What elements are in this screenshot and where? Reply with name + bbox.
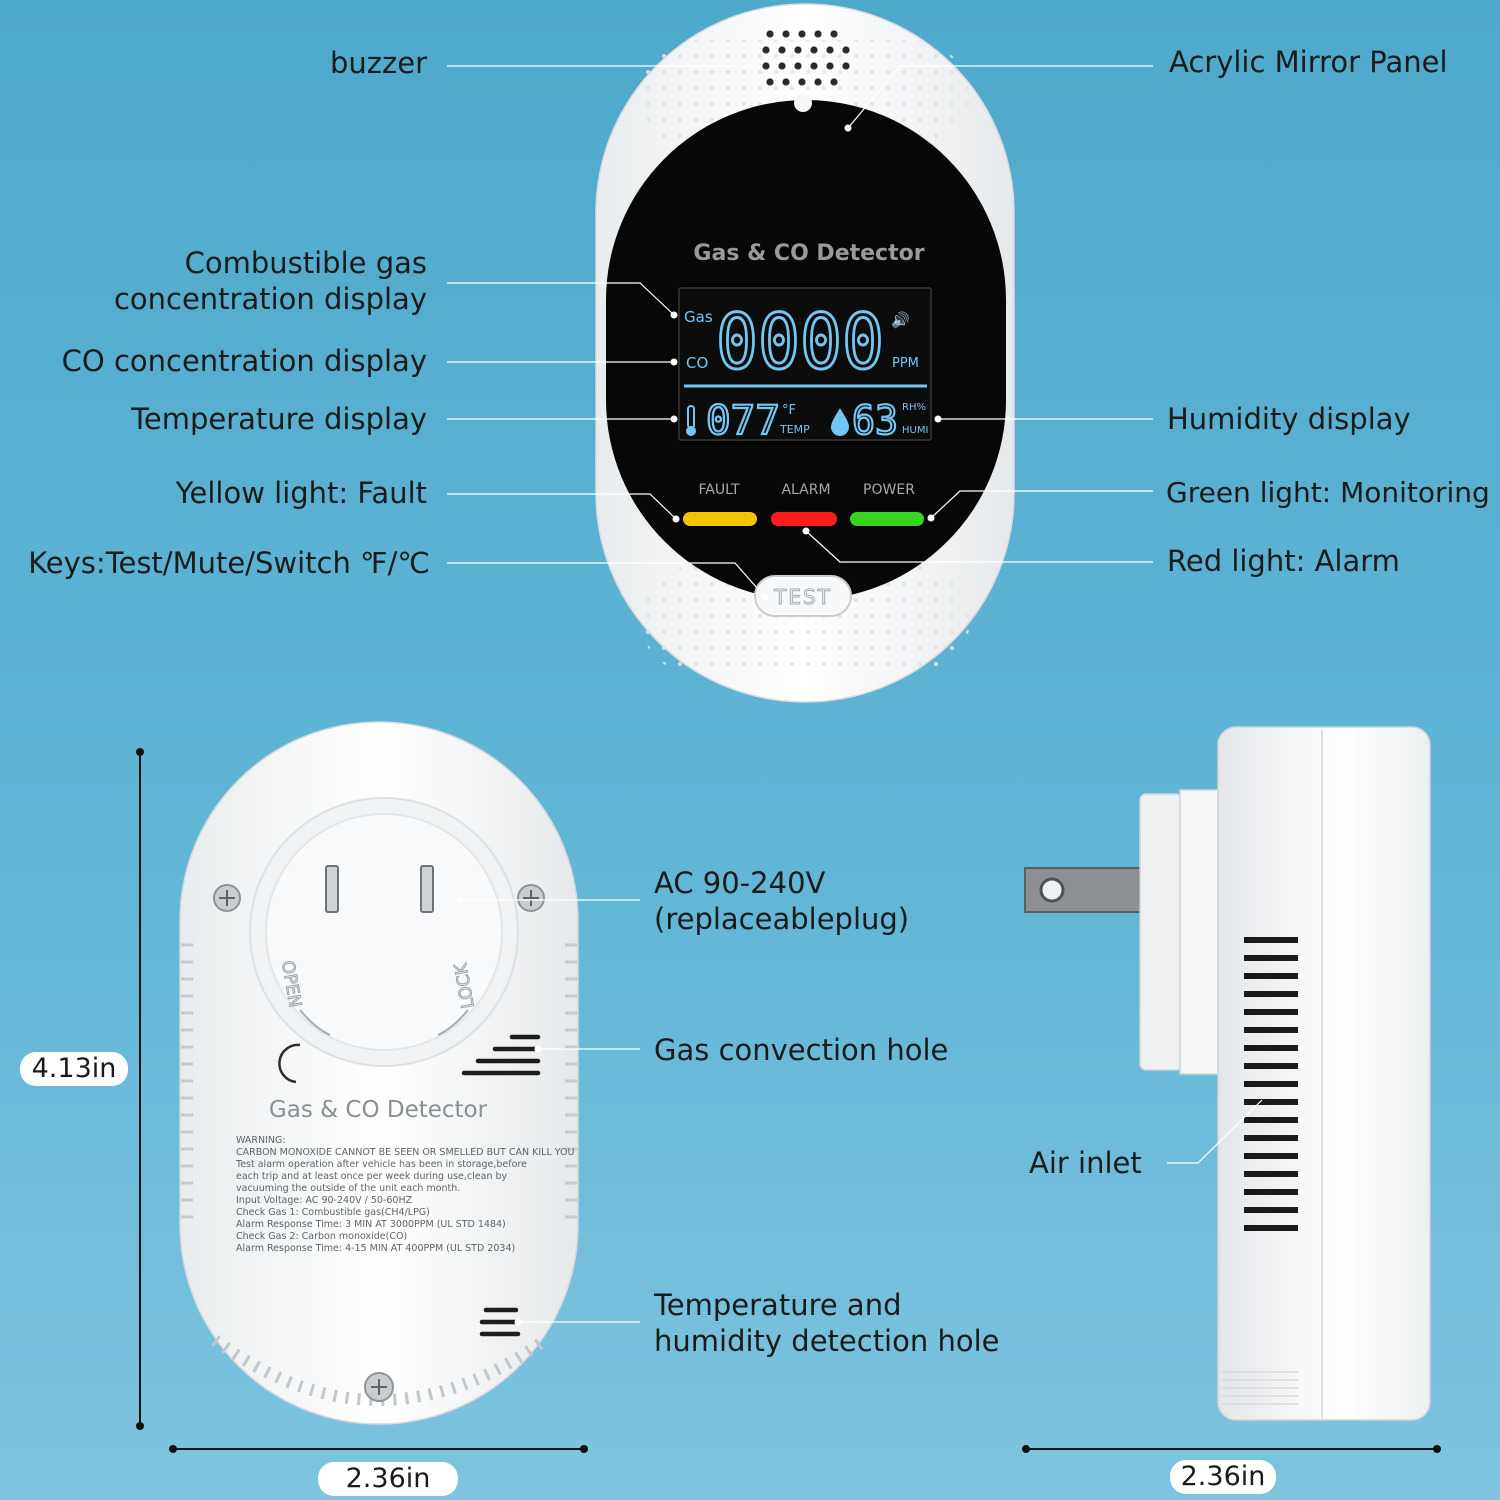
callout-temp-hole-line2: humidity detection hole: [654, 1324, 1000, 1358]
side-plug-collar: [1179, 789, 1221, 1075]
front-leader-lines: [447, 65, 1153, 598]
warning-line: WARNING:: [236, 1135, 286, 1146]
power-light: [850, 512, 924, 526]
front-leader-dots: [670, 124, 942, 601]
callout-yellow-light: Yellow light: Fault: [175, 476, 427, 510]
callout-gas-display-line2: concentration display: [113, 282, 427, 316]
callout-gas-display: Combustible gas concentration display: [114, 245, 427, 317]
water-drop-icon: [831, 408, 849, 436]
warning-line: Input Voltage: AC 90-240V / 50-60HZ: [236, 1195, 413, 1206]
screw-left-icon: [213, 884, 241, 912]
width-value: 2.36: [345, 1463, 406, 1494]
lock-arrow-icon: [437, 1009, 469, 1036]
depth-value: 2.36: [1180, 1461, 1241, 1492]
buzzer-grille: [762, 30, 850, 86]
callout-ac: AC 90-240V (replaceableplug): [654, 865, 909, 937]
callout-green-light: Green light: Monitoring: [1166, 476, 1490, 509]
test-button-label: TEST: [773, 585, 832, 609]
warning-line: Check Gas 1: Combustible gas(CH4/LPG): [236, 1207, 430, 1218]
plug-prong-right: [420, 865, 434, 913]
back-leader-lines: [460, 899, 640, 1323]
height-dimension-label: 4.13in: [20, 1052, 128, 1086]
callout-temp-display: Temperature display: [131, 402, 427, 436]
depth-unit: in: [1240, 1461, 1266, 1492]
dimension-lines: [139, 752, 1437, 1450]
back-side-ribs: [181, 943, 577, 1219]
side-notch: [278, 1043, 301, 1084]
front-device: Gas & CO Detector Gas CO 0000 🔊 PPM 077 …: [595, 3, 1015, 703]
screw-bottom-icon: [364, 1372, 394, 1402]
warning-label: WARNING: CARBON MONOXIDE CANNOT BE SEEN …: [235, 1135, 575, 1254]
callout-temp-hole-line1: Temperature and: [654, 1288, 902, 1322]
lcd-temperature: 077: [706, 398, 780, 444]
side-plug-base: [1139, 793, 1183, 1071]
side-device: [1024, 726, 1431, 1421]
gas-convection-hole: [461, 1034, 541, 1076]
back-leader-dots: [456, 896, 542, 1326]
panel-notch: [794, 94, 812, 112]
width-unit: in: [405, 1463, 431, 1494]
lcd-temp-label: TEMP: [779, 423, 810, 436]
plug-ring: [265, 813, 503, 1051]
lcd-temp-unit: °F: [782, 403, 796, 418]
back-device: OPEN LOCK Gas & CO Detector WARNING: CAR…: [179, 721, 579, 1425]
width-dimension-label: 2.36in: [318, 1462, 458, 1496]
warning-line: Alarm Response Time: 4-15 MIN AT 400PPM …: [236, 1243, 515, 1254]
temp-humidity-hole: [479, 1307, 521, 1337]
side-bottom-grille: [1222, 1371, 1298, 1405]
callout-gas-hole: Gas convection hole: [654, 1033, 949, 1067]
lcd-humidity-unit: RH%: [902, 402, 926, 413]
dimension-endpoints: [136, 748, 1441, 1453]
lcd-gas-label: Gas: [684, 308, 713, 326]
alarm-label: ALARM: [781, 482, 830, 498]
callout-keys: Keys:Test/Mute/Switch ℉/℃: [28, 546, 430, 580]
vent-dots-bottom: [640, 565, 970, 675]
lcd-co-label: CO: [686, 354, 708, 372]
plug-prong-left: [325, 865, 339, 913]
back-title: Gas & CO Detector: [269, 1097, 488, 1123]
alarm-light: [771, 512, 837, 526]
open-arrow-icon: [299, 1009, 331, 1036]
air-inlet: [1244, 937, 1298, 1231]
warning-line: Test alarm operation after vehicle has b…: [235, 1159, 527, 1170]
fault-light: [683, 512, 757, 526]
lcd-humidity: 63: [852, 398, 898, 444]
speaker-icon: 🔊: [891, 310, 910, 329]
callout-ac-line1: AC 90-240V: [654, 866, 826, 900]
callout-air-inlet: Air inlet: [1029, 1146, 1142, 1180]
callout-acrylic-panel: Acrylic Mirror Panel: [1169, 45, 1448, 79]
callout-co-display: CO concentration display: [61, 344, 427, 378]
lcd-humidity-label: HUMI: [902, 425, 928, 436]
warning-line: vacuuming the outside of the unit each m…: [236, 1183, 460, 1194]
thermometer-icon: [686, 405, 696, 436]
air-inlet-leader: [1167, 1099, 1263, 1164]
warning-line: each trip and at least once per week dur…: [236, 1171, 508, 1182]
prong-hole: [1039, 877, 1065, 903]
screw-right-icon: [517, 884, 545, 912]
callout-red-light: Red light: Alarm: [1167, 544, 1400, 578]
callout-ac-line2: (replaceableplug): [654, 902, 910, 936]
callout-buzzer: buzzer: [330, 46, 427, 80]
panel-title: Gas & CO Detector: [693, 241, 924, 266]
height-value: 4.13: [31, 1053, 92, 1084]
lcd-main-reading: 0000: [716, 297, 884, 386]
test-button[interactable]: [754, 575, 852, 617]
callout-gas-display-line1: Combustible gas: [184, 246, 427, 280]
power-label: POWER: [863, 482, 915, 498]
lcd-frame: [678, 287, 932, 441]
side-body: [1217, 726, 1431, 1421]
callout-humidity-display: Humidity display: [1167, 402, 1411, 436]
lcd-unit: PPM: [892, 356, 919, 371]
height-unit: in: [91, 1053, 117, 1084]
warning-line: Alarm Response Time: 3 MIN AT 3000PPM (U…: [236, 1219, 506, 1230]
warning-line: Check Gas 2: Carbon monoxide(CO): [236, 1231, 407, 1242]
callout-temp-hole: Temperature and humidity detection hole: [654, 1287, 999, 1359]
fault-label: FAULT: [698, 482, 739, 498]
depth-dimension-label: 2.36in: [1170, 1460, 1276, 1494]
warning-line: CARBON MONOXIDE CANNOT BE SEEN OR SMELLE…: [236, 1147, 575, 1158]
